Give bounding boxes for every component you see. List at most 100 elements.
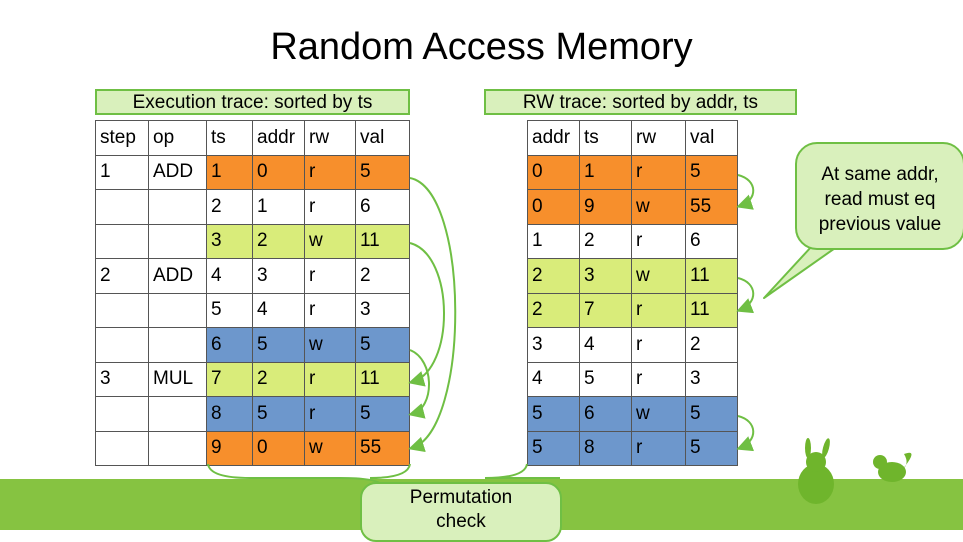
right-cell-val: 55 (685, 189, 738, 225)
left-header-addr: addr (252, 120, 305, 156)
right-cell-addr: 2 (527, 292, 580, 328)
perm-arrow-green (408, 242, 445, 387)
right-cell-rw: r (631, 223, 686, 259)
left-header-step: step (95, 120, 149, 156)
left-cell-val: 5 (355, 396, 410, 432)
permutation-line-1: Permutation (409, 487, 513, 508)
left-cell-ts: 1 (206, 154, 253, 190)
left-cell-step (95, 223, 149, 259)
left-cell-step: 1 (95, 154, 149, 190)
right-header-val: val (685, 120, 738, 156)
right-cell-ts: 5 (579, 361, 632, 397)
left-cell-addr: 0 (252, 430, 305, 466)
left-cell-addr: 5 (252, 396, 305, 432)
left-cell-step (95, 430, 149, 466)
left-cell-rw: r (304, 154, 356, 190)
right-cell-ts: 9 (579, 189, 632, 225)
left-cell-val: 11 (355, 223, 410, 259)
left-cell-addr: 5 (252, 327, 305, 363)
perm-arrow-blue (408, 349, 430, 419)
left-caption: Execution trace: sorted by ts (95, 89, 410, 115)
left-cell-ts: 3 (206, 223, 253, 259)
left-cell-addr: 0 (252, 154, 305, 190)
perm-arrow-orange (408, 177, 457, 453)
callout-line-3: previous value (818, 214, 942, 235)
squirrel-icon (873, 452, 912, 482)
right-cell-addr: 0 (527, 154, 580, 190)
callout-line-1: At same addr, (821, 164, 939, 185)
connector-overlay (207, 174, 912, 504)
left-cell-ts: 5 (206, 292, 253, 328)
slide-title: Random Access Memory (270, 26, 693, 68)
left-cell-op: MUL (148, 361, 207, 397)
right-header-rw: rw (631, 120, 686, 156)
right-cell-rw: r (631, 430, 686, 466)
right-cell-rw: r (631, 154, 686, 190)
left-header-ts: ts (206, 120, 253, 156)
left-cell-rw: w (304, 430, 356, 466)
left-cell-rw: r (304, 396, 356, 432)
callout-line-2: read must eq (824, 189, 936, 210)
left-cell-val: 5 (355, 327, 410, 363)
left-cell-ts: 2 (206, 189, 253, 225)
right-cell-val: 5 (685, 430, 738, 466)
left-cell-op: ADD (148, 154, 207, 190)
permutation-check-box: Permutation check (360, 482, 562, 542)
rw-arrow-orange (736, 174, 755, 210)
right-cell-ts: 4 (579, 327, 632, 363)
right-caption: RW trace: sorted by addr, ts (484, 89, 797, 115)
right-cell-addr: 5 (527, 396, 580, 432)
permutation-line-2: check (436, 511, 486, 532)
right-cell-val: 11 (685, 292, 738, 328)
callout-bubble: At same addr, read must eq previous valu… (795, 142, 963, 250)
right-cell-val: 5 (685, 396, 738, 432)
left-cell-ts: 9 (206, 430, 253, 466)
right-cell-val: 5 (685, 154, 738, 190)
rw-arrow-green (736, 277, 755, 314)
right-cell-rw: r (631, 327, 686, 363)
right-cell-ts: 8 (579, 430, 632, 466)
left-cell-rw: r (304, 292, 356, 328)
right-header-ts: ts (579, 120, 632, 156)
left-cell-ts: 6 (206, 327, 253, 363)
right-cell-ts: 3 (579, 258, 632, 294)
right-cell-rw: w (631, 258, 686, 294)
left-cell-val: 5 (355, 154, 410, 190)
rabbit-icon (798, 438, 834, 504)
right-cell-addr: 5 (527, 430, 580, 466)
left-cell-val: 2 (355, 258, 410, 294)
right-cell-addr: 0 (527, 189, 580, 225)
left-cell-ts: 8 (206, 396, 253, 432)
left-cell-step (95, 189, 149, 225)
right-cell-ts: 7 (579, 292, 632, 328)
left-cell-op: ADD (148, 258, 207, 294)
left-header-rw: rw (304, 120, 356, 156)
right-cell-ts: 6 (579, 396, 632, 432)
rw-arrow-blue (736, 415, 755, 452)
right-cell-rw: w (631, 189, 686, 225)
right-cell-ts: 1 (579, 154, 632, 190)
callout-tail (763, 245, 839, 299)
right-cell-val: 6 (685, 223, 738, 259)
left-cell-addr: 2 (252, 223, 305, 259)
